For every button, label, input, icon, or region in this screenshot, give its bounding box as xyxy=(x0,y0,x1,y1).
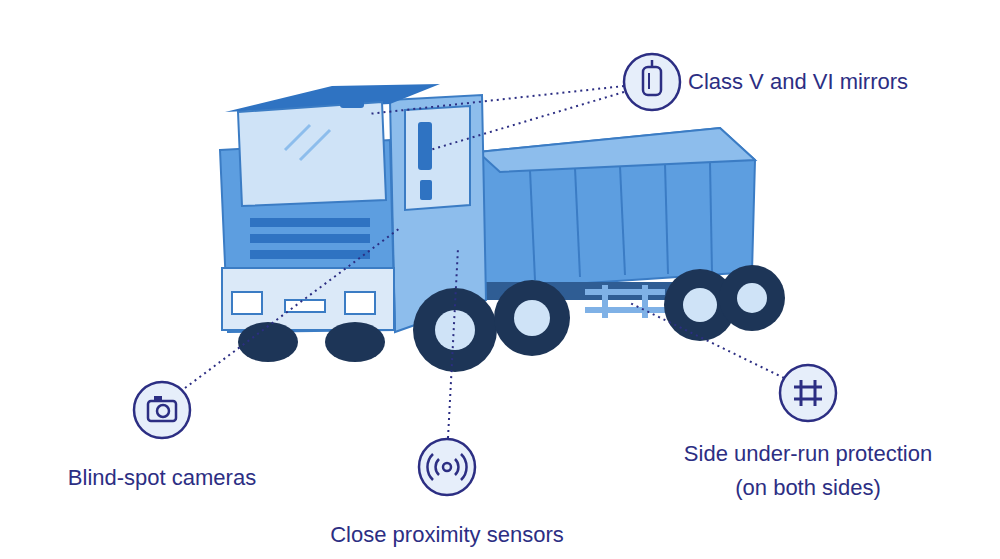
truck xyxy=(220,84,785,372)
feature-label: Class V and VI mirrors xyxy=(688,65,908,99)
underrun-icon xyxy=(780,365,836,421)
feature-label: Blind-spot cameras xyxy=(12,461,312,495)
feature-label: Close proximity sensors xyxy=(287,518,607,552)
leader-lines xyxy=(185,86,784,438)
camera-icon xyxy=(134,382,190,438)
feature-label: Side under-run protection (on both sides… xyxy=(673,437,943,505)
sensor-icon xyxy=(419,439,475,495)
mirror-icon xyxy=(624,54,680,110)
